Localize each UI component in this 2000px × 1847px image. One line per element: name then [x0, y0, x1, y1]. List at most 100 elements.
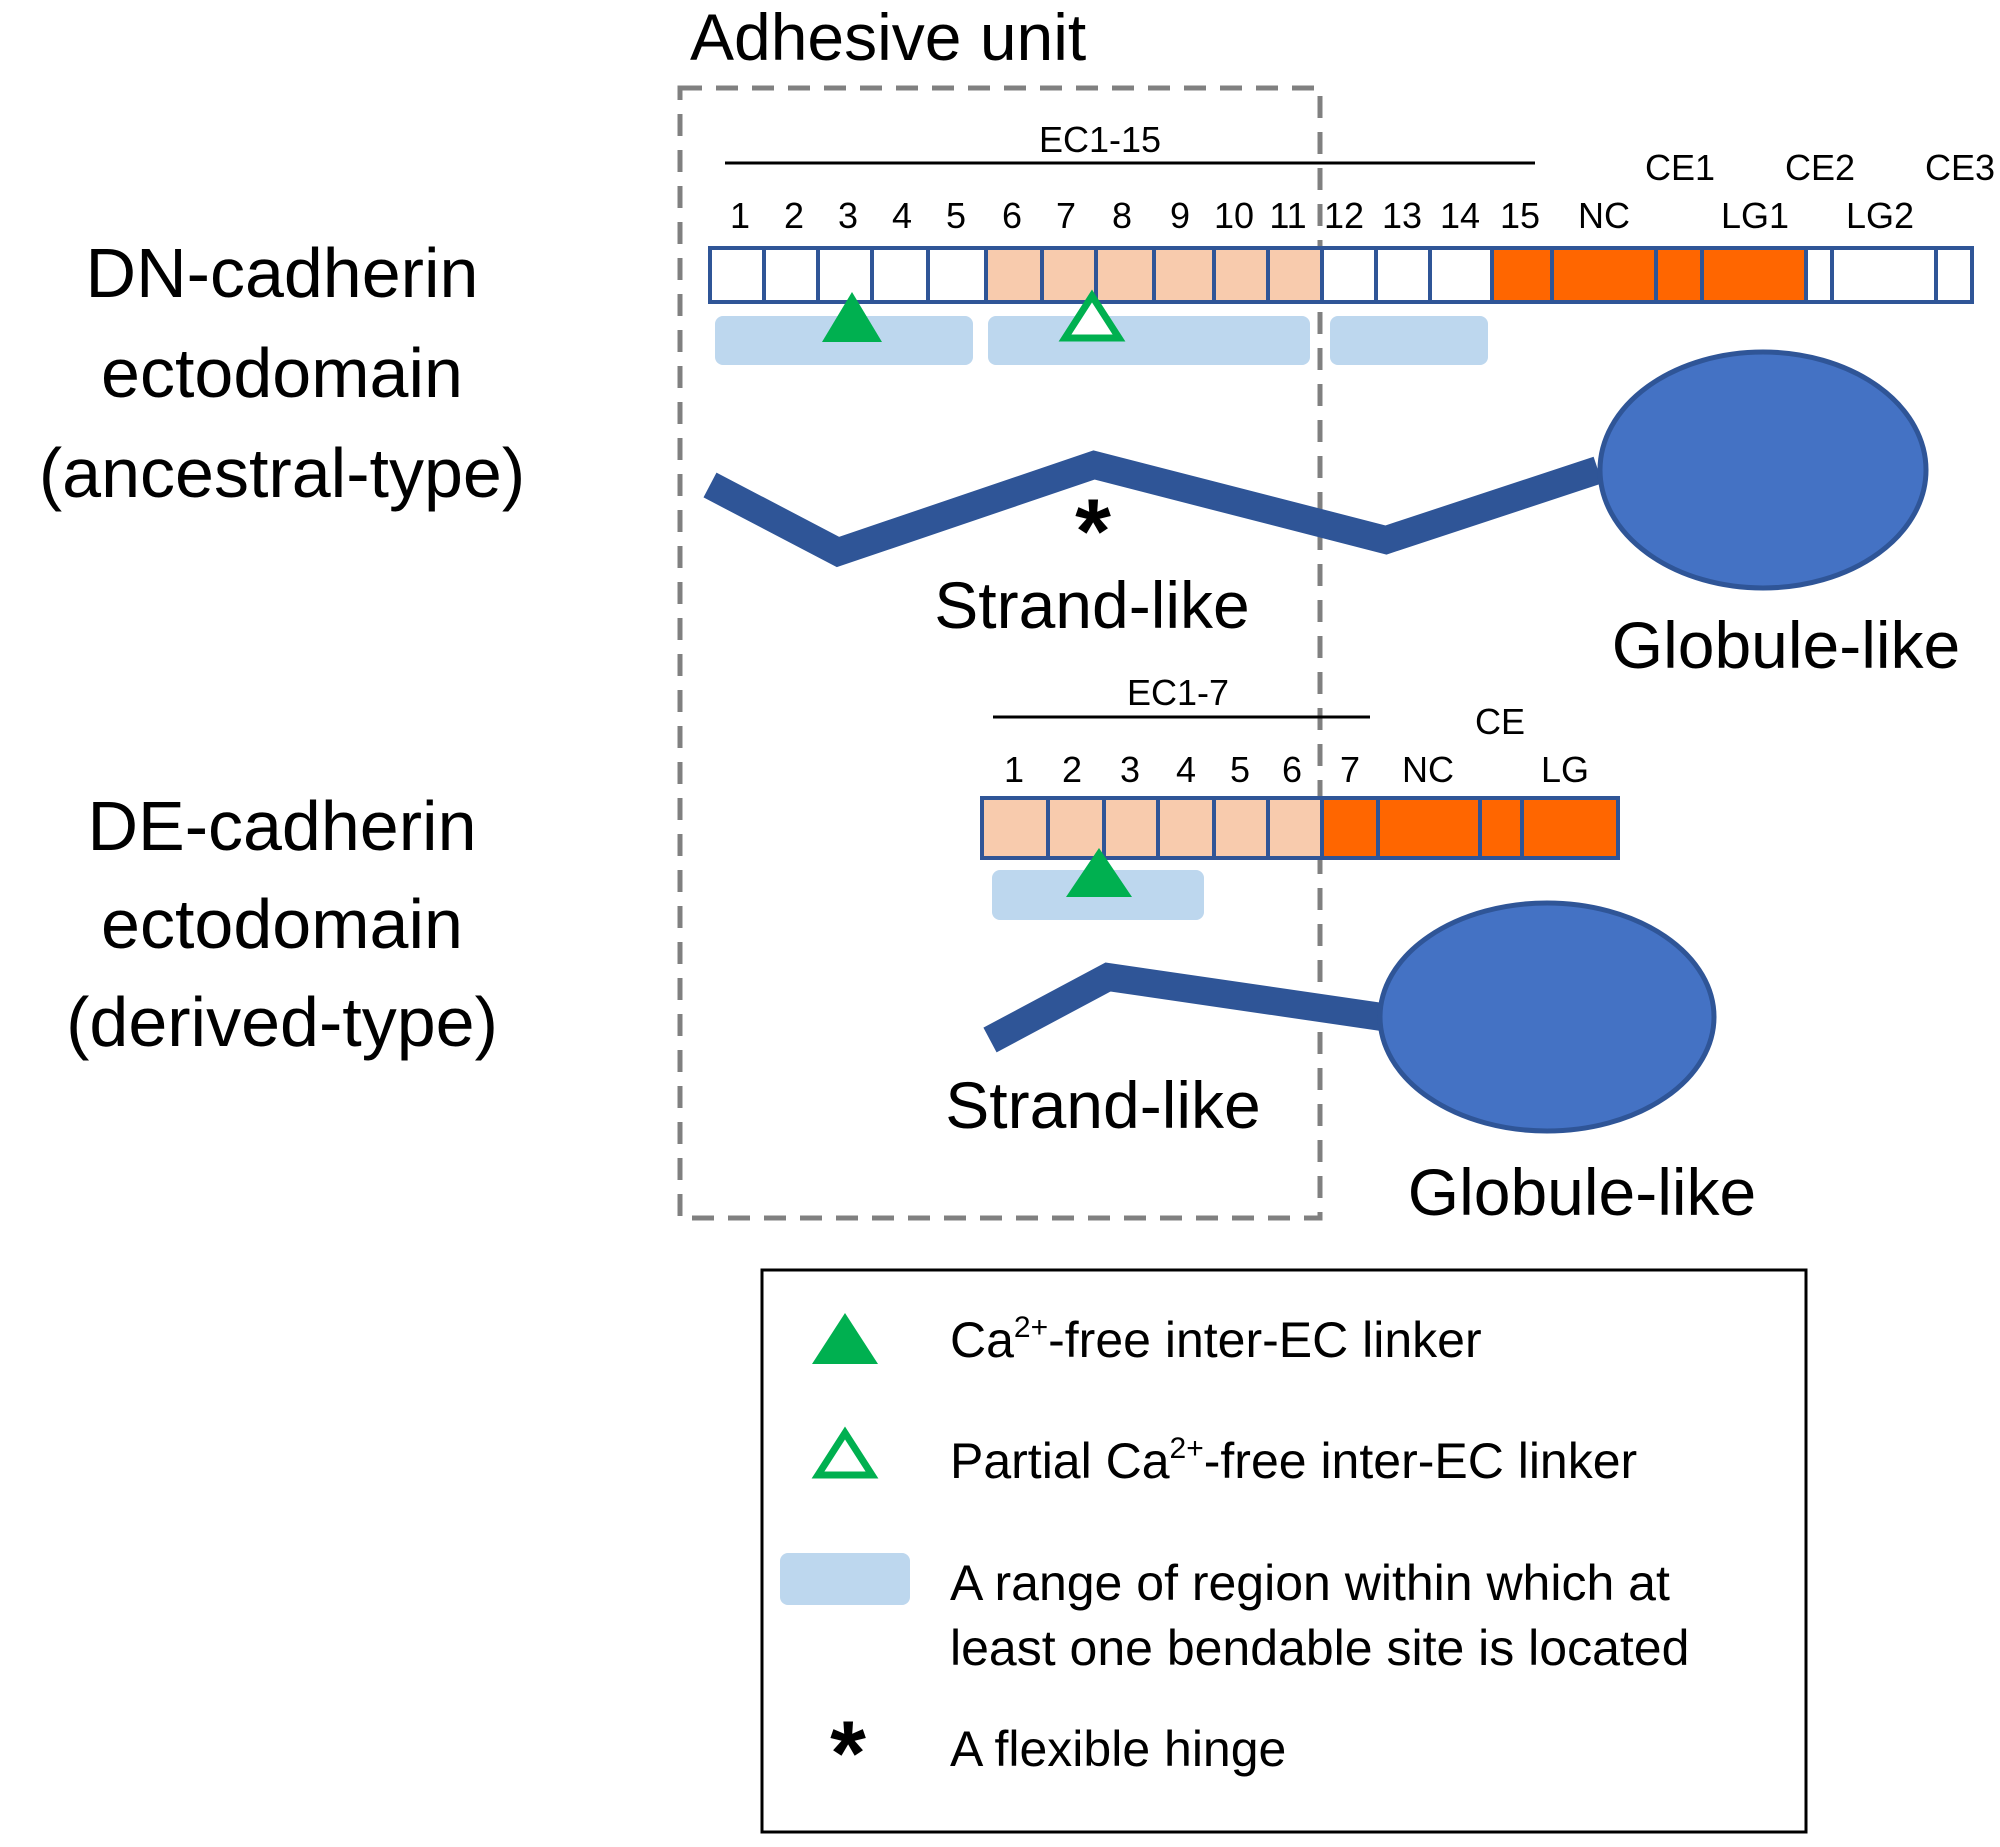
de-globule-shape [1377, 900, 1717, 1134]
de-lg-domain [1520, 796, 1620, 860]
dn-domain-bar [708, 246, 1974, 304]
de-domain-numbers: 1 2 3 4 5 6 7 NC LG CE [1004, 701, 1589, 790]
dn-range-label: EC1-15 [1039, 119, 1161, 160]
legend-bend-range-icon [780, 1553, 910, 1605]
dn-ce2-domain [1804, 246, 1834, 304]
dn-ec-domain [1428, 246, 1494, 304]
dn-domain-numbers: 1 2 3 4 5 6 7 8 9 10 11 12 13 14 15 NC L… [730, 147, 1995, 236]
dn-label-line-3: (ancestral-type) [39, 434, 525, 512]
de-label-line-2: ectodomain [101, 885, 463, 963]
legend-bend-range-line-1: A range of region within which at [950, 1555, 1670, 1611]
dn-strand-label: Strand-like [934, 568, 1249, 642]
dn-domain-number: 13 [1382, 195, 1422, 236]
dn-domain-number: 1 [730, 195, 750, 236]
dn-ca-free-linker-marker [822, 292, 882, 342]
dn-label-line-2: ectodomain [101, 334, 463, 412]
dn-ec-domain [1374, 246, 1432, 304]
dn-lg2-label: LG2 [1846, 195, 1914, 236]
legend-partial-ca-free-text: Partial Ca2+-free inter-EC linker [950, 1432, 1637, 1489]
de-ca-free-linker-marker [1066, 848, 1132, 897]
dn-domain-number: 6 [1002, 195, 1022, 236]
de-nc-label: NC [1402, 749, 1454, 790]
dn-ce3-domain [1934, 246, 1974, 304]
dn-domain-number: 12 [1324, 195, 1364, 236]
dn-partial-ca-free-linker-marker [1058, 289, 1126, 342]
de-domain-number: 2 [1062, 749, 1082, 790]
de-domain-bar [980, 796, 1620, 860]
de-ce-domain [1478, 796, 1524, 860]
dn-domain-number: 9 [1170, 195, 1190, 236]
dn-ec-domain-adhesive [1212, 246, 1270, 304]
dn-ec-domain [1320, 246, 1378, 304]
dn-ec-domain [708, 246, 766, 304]
dn-ec-domain-adhesive [984, 246, 1044, 304]
de-nc-domain [1376, 796, 1482, 860]
legend-hinge-text: A flexible hinge [950, 1721, 1286, 1777]
dn-ec-domain-adhesive [1040, 246, 1098, 304]
dn-ec-domain [926, 246, 988, 304]
legend-ca-free-icon [812, 1313, 878, 1364]
dn-ce3-label: CE3 [1925, 147, 1995, 188]
dn-lg2-domain [1830, 246, 1938, 304]
dn-cadherin-label: DN-cadherin ectodomain (ancestral-type) [39, 234, 525, 512]
dn-domain-number: 4 [892, 195, 912, 236]
de-ce-label: CE [1475, 701, 1525, 742]
de-ec-domain-adhesive [1266, 796, 1324, 860]
dn-ec-domain [870, 246, 930, 304]
de-ec-domain-adhesive [980, 796, 1050, 860]
dn-bend-range-2 [988, 316, 1310, 365]
de-ec7-domain [1320, 796, 1380, 860]
de-label-line-3: (derived-type) [66, 983, 498, 1061]
adhesive-unit-frame [677, 85, 1323, 1221]
dn-label-line-1: DN-cadherin [86, 234, 479, 312]
dn-bend-range-3 [1330, 316, 1488, 365]
adhesive-unit-title: Adhesive unit [690, 0, 1086, 74]
de-domain-number: 4 [1176, 749, 1196, 790]
de-range-label: EC1-7 [1127, 672, 1229, 713]
dn-domain-number: 2 [784, 195, 804, 236]
dn-domain-number: 7 [1056, 195, 1076, 236]
dn-domain-number: 5 [946, 195, 966, 236]
dn-ec-domain-adhesive [1266, 246, 1324, 304]
dn-ce2-label: CE2 [1785, 147, 1855, 188]
de-cadherin-label: DE-cadherin ectodomain (derived-type) [66, 787, 498, 1061]
legend-hinge-icon: * [830, 1703, 866, 1805]
dn-globule-shape [1597, 349, 1929, 591]
legend-ca-free-text: Ca2+-free inter-EC linker [950, 1311, 1482, 1368]
dn-domain-number: 14 [1440, 195, 1480, 236]
dn-strand-shape [703, 450, 1603, 568]
dn-ce1-label: CE1 [1645, 147, 1715, 188]
dn-ec-domain [762, 246, 820, 304]
dn-domain-number: 10 [1214, 195, 1254, 236]
de-ec-domain-adhesive [1156, 796, 1216, 860]
de-domain-number: 6 [1282, 749, 1302, 790]
de-domain-number: 1 [1004, 749, 1024, 790]
dn-ce1-domain [1654, 246, 1704, 304]
legend-box [760, 1268, 1808, 1834]
dn-ec-domain-adhesive [1094, 246, 1156, 304]
de-ec-domain-adhesive [1102, 796, 1160, 860]
de-ec-domain-adhesive [1046, 796, 1106, 860]
dn-domain-number: 11 [1269, 195, 1306, 236]
legend-partial-ca-free-icon [811, 1426, 879, 1479]
dn-domain-number: 3 [838, 195, 858, 236]
de-domain-number: 5 [1230, 749, 1250, 790]
de-ec-domain-adhesive [1212, 796, 1270, 860]
dn-ec-domain [816, 246, 874, 304]
dn-domain-number: 8 [1112, 195, 1132, 236]
dn-ec-domain-adhesive [1152, 246, 1216, 304]
de-lg-label: LG [1541, 749, 1589, 790]
dn-lg1-domain [1700, 246, 1808, 304]
dn-globule-label: Globule-like [1612, 608, 1961, 682]
dn-lg1-label: LG1 [1721, 195, 1789, 236]
de-strand-shape [983, 962, 1385, 1053]
dn-hinge-asterisk: * [1075, 481, 1111, 583]
legend-bend-range-line-2: least one bendable site is located [950, 1620, 1689, 1676]
dn-ec15-domain [1490, 246, 1554, 304]
dn-nc-domain [1550, 246, 1658, 304]
de-domain-number: 3 [1120, 749, 1140, 790]
dn-domain-number: 15 [1500, 195, 1540, 236]
de-domain-number: 7 [1340, 749, 1360, 790]
